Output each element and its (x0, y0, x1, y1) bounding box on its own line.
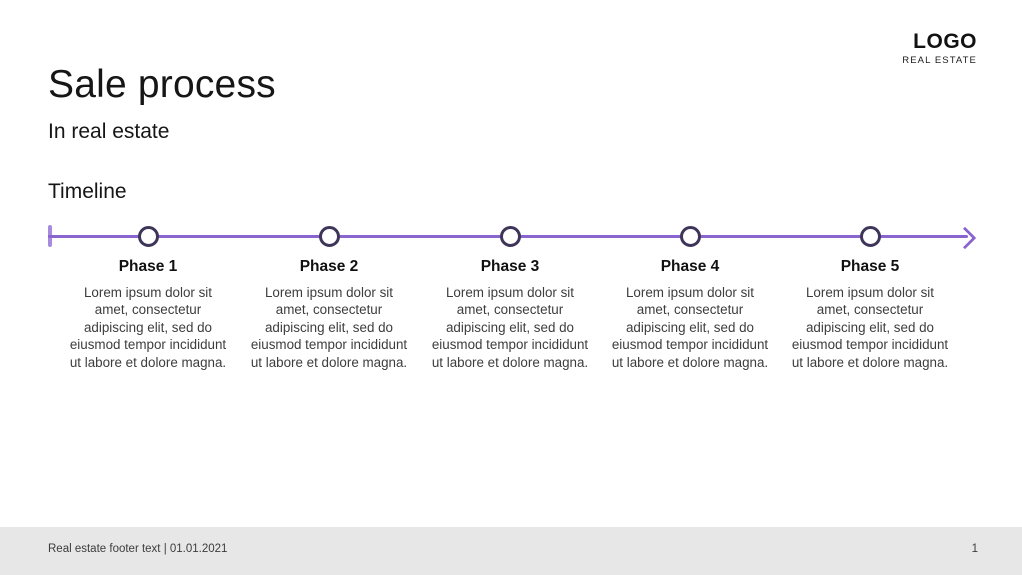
logo-text: LOGO (913, 30, 977, 53)
phase-column: Phase 1 Lorem ipsum dolor sit amet, cons… (53, 258, 243, 371)
phase-description: Lorem ipsum dolor sit amet, consectetur … (431, 285, 589, 370)
phase-column: Phase 4 Lorem ipsum dolor sit amet, cons… (595, 258, 785, 371)
phase-title: Phase 2 (299, 258, 359, 275)
footer: Real estate footer text | 01.01.2021 1 (0, 527, 1022, 575)
timeline-node (137, 225, 159, 247)
timeline-node (318, 225, 340, 247)
timeline-graphic (48, 220, 977, 254)
phases-row: Phase 1 Lorem ipsum dolor sit amet, cons… (48, 258, 974, 383)
phase-column: Phase 2 Lorem ipsum dolor sit amet, cons… (234, 258, 424, 371)
phase-description: Lorem ipsum dolor sit amet, consectetur … (791, 285, 949, 370)
footer-text: Real estate footer text | 01.01.2021 (48, 543, 228, 555)
phase-column: Phase 3 Lorem ipsum dolor sit amet, cons… (415, 258, 605, 371)
phase-title: Phase 4 (660, 258, 720, 275)
phase-title: Phase 3 (480, 258, 540, 275)
page-title: Sale process (48, 63, 276, 106)
logo-tagline: REAL ESTATE (902, 55, 977, 66)
section-heading-timeline: Timeline (48, 180, 127, 203)
page-number: 1 (971, 543, 978, 555)
timeline-node (679, 225, 701, 247)
page-subtitle: In real estate (48, 120, 170, 143)
timeline-node (499, 225, 521, 247)
phase-title: Phase 5 (840, 258, 900, 275)
phase-title: Phase 1 (118, 258, 178, 275)
phase-description: Lorem ipsum dolor sit amet, consectetur … (611, 285, 769, 370)
phase-description: Lorem ipsum dolor sit amet, consectetur … (69, 285, 227, 370)
phase-column: Phase 5 Lorem ipsum dolor sit amet, cons… (775, 258, 965, 371)
logo: LOGO REAL ESTATE (902, 31, 977, 66)
phase-description: Lorem ipsum dolor sit amet, consectetur … (250, 285, 408, 370)
arrow-right-icon (953, 226, 977, 249)
timeline-node (859, 225, 881, 247)
